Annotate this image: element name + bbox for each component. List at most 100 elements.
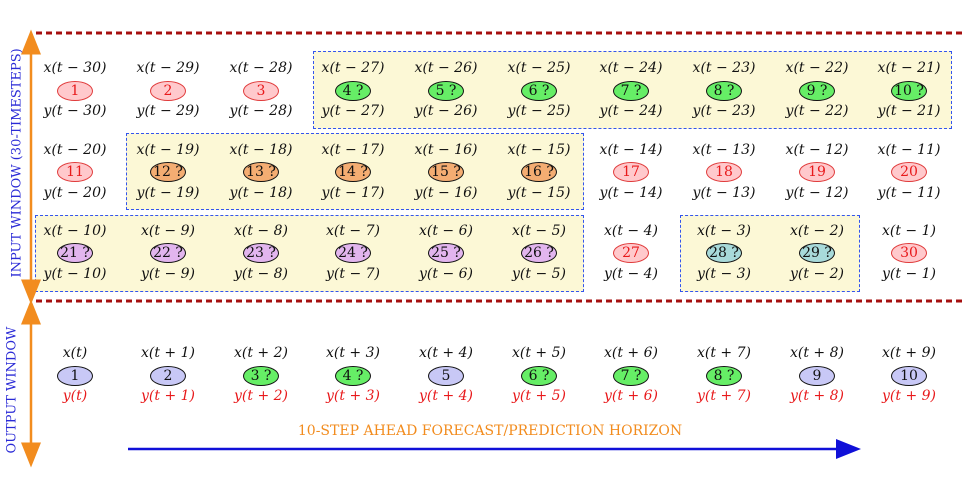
input-cell-input-label: x(t − 15) — [507, 142, 571, 158]
input-cell-output-label: y(t − 8) — [234, 266, 288, 282]
input-cell-output-label: y(t − 2) — [790, 266, 844, 282]
input-cell-node: 16 ? — [521, 162, 557, 182]
input-cell-input-label: x(t − 7) — [326, 223, 380, 239]
input-cell-node: 2 — [150, 81, 186, 101]
input-cell-output-label: y(t − 17) — [321, 185, 385, 201]
input-cell-node: 15 ? — [428, 162, 464, 182]
forecast-cell-input-label: x(t + 2) — [234, 345, 288, 361]
input-cell-input-label: x(t − 25) — [507, 60, 571, 76]
input-cell-output-label: y(t − 21) — [877, 103, 941, 119]
input-cell-output-label: y(t − 18) — [229, 185, 293, 201]
input-cell-node: 18 — [706, 162, 742, 182]
input-cell-input-label: x(t − 16) — [414, 142, 478, 158]
input-cell-node: 3 — [243, 81, 279, 101]
input-cell-output-label: y(t − 19) — [136, 185, 200, 201]
input-cell-node: 11 — [57, 162, 93, 182]
input-cell-output-label: y(t − 30) — [43, 103, 107, 119]
group-box-row3-purple — [35, 215, 584, 292]
forecast-cell-node: 7 ? — [613, 366, 649, 386]
output-window-label: OUTPUT WINDOW — [4, 326, 20, 454]
input-cell-node: 8 ? — [706, 81, 742, 101]
input-cell-output-label: y(t − 16) — [414, 185, 478, 201]
input-cell-node: 24 ? — [335, 243, 371, 263]
input-cell-output-label: y(t − 9) — [141, 266, 195, 282]
forecast-cell-input-label: x(t + 5) — [512, 345, 566, 361]
input-cell-node: 26 ? — [521, 243, 557, 263]
input-cell-node: 21 ? — [57, 243, 93, 263]
input-cell-output-label: y(t − 29) — [136, 103, 200, 119]
input-cell-input-label: x(t − 13) — [692, 142, 756, 158]
input-cell-input-label: x(t − 17) — [321, 142, 385, 158]
forecast-cell-output-label: y(t + 8) — [790, 388, 844, 404]
input-window-label: INPUT WINDOW (30-TIMESTEPS) — [9, 48, 25, 278]
input-cell-input-label: x(t − 5) — [512, 223, 566, 239]
forecast-cell-output-label: y(t + 5) — [512, 388, 566, 404]
forecast-cell-input-label: x(t + 9) — [882, 345, 936, 361]
input-cell-input-label: x(t − 28) — [229, 60, 293, 76]
input-cell-output-label: y(t − 4) — [604, 266, 658, 282]
input-cell-input-label: x(t − 10) — [43, 223, 107, 239]
input-cell-input-label: x(t − 24) — [599, 60, 663, 76]
input-cell-input-label: x(t − 14) — [599, 142, 663, 158]
input-cell-input-label: x(t − 26) — [414, 60, 478, 76]
input-cell-input-label: x(t − 29) — [136, 60, 200, 76]
forecast-cell-input-label: x(t) — [62, 345, 88, 361]
input-cell-input-label: x(t − 19) — [136, 142, 200, 158]
input-cell-input-label: x(t − 23) — [692, 60, 756, 76]
forecast-cell-node: 2 — [150, 366, 186, 386]
input-cell-node: 4 ? — [335, 81, 371, 101]
input-cell-output-label: y(t − 1) — [882, 266, 936, 282]
forecast-cell-node: 5 — [428, 366, 464, 386]
forecast-cell-output-label: y(t) — [62, 388, 88, 404]
input-cell-node: 12 ? — [150, 162, 186, 182]
input-cell-input-label: x(t − 3) — [697, 223, 751, 239]
forecast-cell-node: 9 — [799, 366, 835, 386]
input-cell-node: 10 ? — [891, 81, 927, 101]
input-cell-input-label: x(t − 1) — [882, 223, 936, 239]
input-cell-input-label: x(t − 20) — [43, 142, 107, 158]
input-cell-output-label: y(t − 24) — [599, 103, 663, 119]
forecast-cell-output-label: y(t + 7) — [697, 388, 751, 404]
input-cell-output-label: y(t − 15) — [507, 185, 571, 201]
input-cell-node: 20 — [891, 162, 927, 182]
input-cell-output-label: y(t − 27) — [321, 103, 385, 119]
input-cell-node: 6 ? — [521, 81, 557, 101]
input-cell-output-label: y(t − 23) — [692, 103, 756, 119]
input-cell-node: 22 ? — [150, 243, 186, 263]
forecast-cell-output-label: y(t + 6) — [604, 388, 658, 404]
input-cell-node: 17 — [613, 162, 649, 182]
input-cell-input-label: x(t − 11) — [877, 142, 941, 158]
horizon-label: 10-STEP AHEAD FORECAST/PREDICTION HORIZO… — [297, 423, 683, 439]
input-cell-input-label: x(t − 8) — [234, 223, 288, 239]
input-cell-output-label: y(t − 25) — [507, 103, 571, 119]
forecast-cell-output-label: y(t + 2) — [234, 388, 288, 404]
input-cell-output-label: y(t − 22) — [785, 103, 849, 119]
forecast-cell-input-label: x(t + 8) — [790, 345, 844, 361]
input-cell-node: 7 ? — [613, 81, 649, 101]
input-cell-output-label: y(t − 20) — [43, 185, 107, 201]
input-cell-output-label: y(t − 5) — [512, 266, 566, 282]
input-cell-input-label: x(t − 30) — [43, 60, 107, 76]
forecast-cell-input-label: x(t + 3) — [326, 345, 380, 361]
input-cell-node: 28 ? — [706, 243, 742, 263]
input-cell-output-label: y(t − 12) — [785, 185, 849, 201]
input-cell-output-label: y(t − 7) — [326, 266, 380, 282]
input-cell-output-label: y(t − 28) — [229, 103, 293, 119]
forecast-cell-output-label: y(t + 9) — [882, 388, 936, 404]
forecast-cell-node: 3 ? — [243, 366, 279, 386]
input-cell-node: 23 ? — [243, 243, 279, 263]
input-cell-node: 25 ? — [428, 243, 464, 263]
input-cell-node: 29 ? — [799, 243, 835, 263]
forecast-cell-input-label: x(t + 7) — [697, 345, 751, 361]
input-cell-output-label: y(t − 26) — [414, 103, 478, 119]
forecast-cell-input-label: x(t + 6) — [604, 345, 658, 361]
input-cell-input-label: x(t − 27) — [321, 60, 385, 76]
input-cell-node: 1 — [57, 81, 93, 101]
input-cell-output-label: y(t − 10) — [43, 266, 107, 282]
forecast-cell-output-label: y(t + 4) — [419, 388, 473, 404]
forecast-cell-output-label: y(t + 1) — [141, 388, 195, 404]
input-cell-input-label: x(t − 9) — [141, 223, 195, 239]
input-cell-output-label: y(t − 11) — [877, 185, 941, 201]
